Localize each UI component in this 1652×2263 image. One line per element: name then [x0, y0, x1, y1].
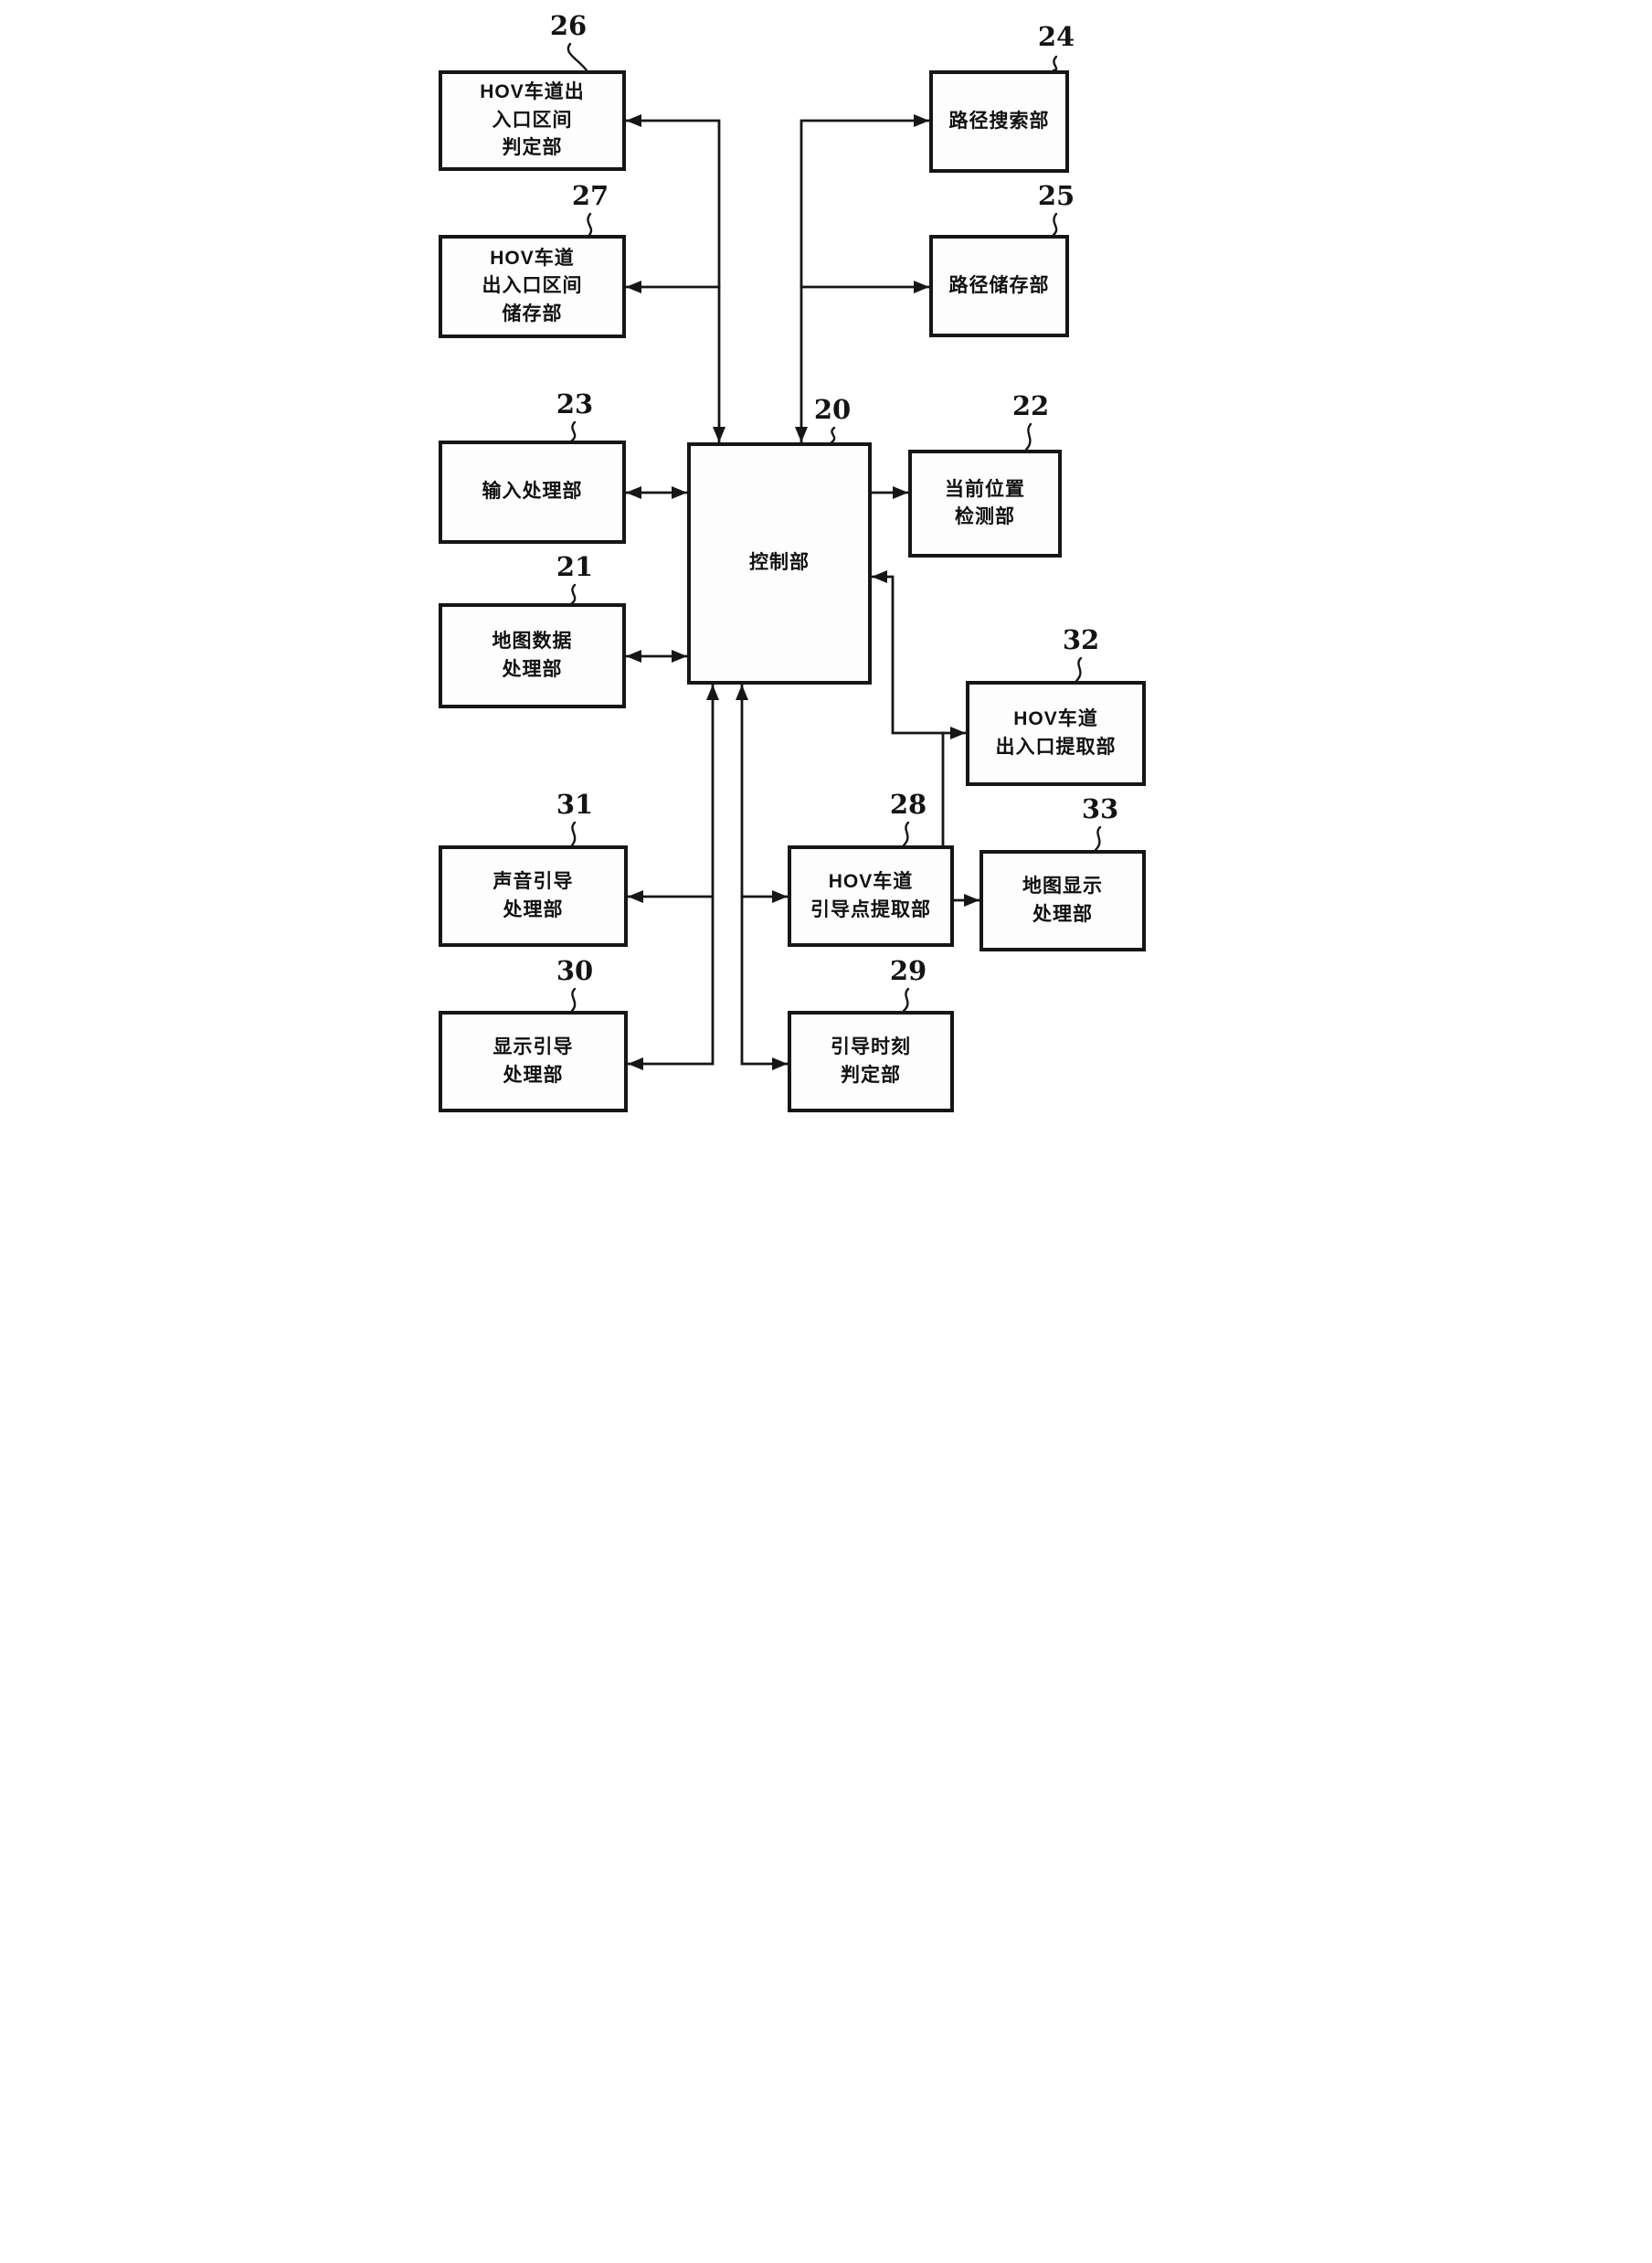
box-text-line: 路径储存部 [948, 274, 1050, 296]
box-hov-entrance-exit-section-storage: HOV车道 出入口区间 储存部 [439, 235, 626, 338]
box-text-line: 检测部 [955, 506, 1015, 527]
ref-label-25: 25 [1037, 180, 1075, 211]
ref-label-26: 26 [549, 10, 588, 41]
ref-label-21: 21 [556, 551, 594, 582]
arrowhead-into-29 [772, 1057, 788, 1070]
arrowhead-into-22 [893, 486, 908, 499]
ref-squiggle-30 [570, 987, 577, 1013]
box-text-line: HOV车道出 [480, 81, 585, 103]
box-text-line: 输入处理部 [482, 481, 583, 503]
arrowhead-into-20-left-upper [672, 486, 687, 499]
patent-figure-page: HOV车道出 入口区间 判定部 路径搜索部 HOV车道 出入口区间 储存部 路径… [413, 0, 1239, 1132]
arrowhead-into-28 [772, 890, 788, 903]
box-guidance-time-judgment: 引导时刻 判定部 [788, 1011, 954, 1112]
box-text-line: HOV车道 [1013, 708, 1098, 730]
wire-net-g2 [740, 683, 789, 1066]
box-text-line: 地图数据 [492, 631, 573, 653]
ref-label-27: 27 [571, 180, 609, 211]
box-text-line: 出入口提取部 [995, 736, 1117, 758]
ref-squiggle-21 [570, 583, 577, 605]
arrowhead-into-20-top-right [795, 427, 808, 442]
wire-net-g1 [626, 683, 715, 1066]
box-text-line: 入口区间 [492, 109, 573, 131]
arrowhead-into-20-bottom-right [736, 685, 748, 700]
box-text-line: 引导时刻 [831, 1036, 911, 1058]
box-text-line: 处理部 [502, 658, 563, 680]
box-text-line: 处理部 [1032, 903, 1093, 925]
box-text-line: 处理部 [503, 898, 564, 920]
arrowhead-into-20-top-left [713, 427, 725, 442]
ref-label-30: 30 [556, 955, 594, 986]
box-text-line: 路径搜索部 [948, 110, 1050, 132]
box-text-line: 出入口区间 [482, 275, 583, 297]
ref-squiggle-22 [1024, 422, 1032, 452]
box-text-line: 控制部 [749, 552, 810, 574]
box-text-line: 引导点提取部 [810, 898, 931, 920]
ref-label-20: 20 [813, 394, 852, 425]
ref-label-23: 23 [556, 388, 594, 420]
box-text-line: 储存部 [502, 303, 563, 324]
box-text-line: 处理部 [503, 1064, 564, 1086]
ref-squiggle-23 [570, 420, 577, 442]
box-text-line: 地图显示 [1022, 876, 1103, 898]
box-text-line: HOV车道 [828, 871, 914, 893]
box-text-line: 显示引导 [492, 1036, 574, 1058]
ref-label-32: 32 [1062, 624, 1100, 655]
box-text-line: HOV车道 [490, 247, 575, 269]
box-current-position-detection: 当前位置 检测部 [908, 450, 1062, 558]
ref-squiggle-24 [1052, 55, 1058, 72]
ref-label-31: 31 [556, 789, 594, 820]
ref-label-29: 29 [889, 955, 927, 986]
box-display-guidance-processing: 显示引导 处理部 [439, 1011, 628, 1112]
ref-squiggle-31 [570, 821, 577, 847]
ref-squiggle-29 [902, 987, 910, 1013]
arrowhead-into-26 [626, 114, 641, 127]
ref-squiggle-26 [567, 42, 588, 72]
arrowhead-into-30 [628, 1057, 643, 1070]
ref-label-22: 22 [1011, 390, 1050, 421]
arrowhead-into-25 [914, 281, 929, 293]
ref-squiggle-27 [587, 212, 593, 237]
ref-squiggle-33 [1094, 825, 1102, 852]
wire-net-b [800, 119, 931, 444]
box-voice-guidance-processing: 声音引导 处理部 [439, 845, 628, 947]
arrowhead-into-32 [950, 727, 966, 739]
wire-net-f [870, 575, 968, 735]
ref-label-33: 33 [1081, 793, 1119, 824]
box-map-data-processing: 地图数据 处理部 [439, 603, 626, 708]
ref-label-24: 24 [1037, 21, 1075, 52]
connector-layer [567, 42, 1102, 1070]
box-route-search: 路径搜索部 [929, 70, 1069, 173]
wire-net-a [624, 119, 721, 444]
box-hov-entrance-exit-extraction: HOV车道 出入口提取部 [966, 681, 1146, 786]
box-text-line: 判定部 [502, 137, 563, 159]
box-route-storage: 路径储存部 [929, 235, 1069, 337]
ref-squiggle-20 [830, 426, 836, 444]
arrowhead-into-33 [964, 894, 980, 907]
box-map-display-processing: 地图显示 处理部 [980, 850, 1146, 951]
arrowhead-into-20-left-lower [672, 650, 687, 663]
box-input-processing: 输入处理部 [439, 441, 626, 544]
arrowhead-into-24 [914, 114, 929, 127]
arrowhead-into-21 [626, 650, 641, 663]
box-hov-guidance-point-extraction: HOV车道 引导点提取部 [788, 845, 954, 947]
arrowhead-into-23 [626, 486, 641, 499]
arrowhead-into-31 [628, 890, 643, 903]
box-control-unit: 控制部 [687, 442, 872, 685]
ref-squiggle-25 [1052, 212, 1058, 237]
ref-label-28: 28 [889, 789, 927, 820]
arrowhead-into-20-right-lower [872, 570, 887, 583]
box-text-line: 当前位置 [945, 478, 1025, 500]
box-text-line: 判定部 [841, 1064, 901, 1086]
box-text-line: 声音引导 [492, 871, 574, 893]
box-hov-entrance-exit-section-judgment: HOV车道出 入口区间 判定部 [439, 70, 626, 171]
ref-squiggle-28 [902, 821, 910, 847]
ref-squiggle-32 [1075, 656, 1083, 683]
arrowhead-into-20-bottom-left [706, 685, 719, 700]
arrowhead-into-27 [626, 281, 641, 293]
